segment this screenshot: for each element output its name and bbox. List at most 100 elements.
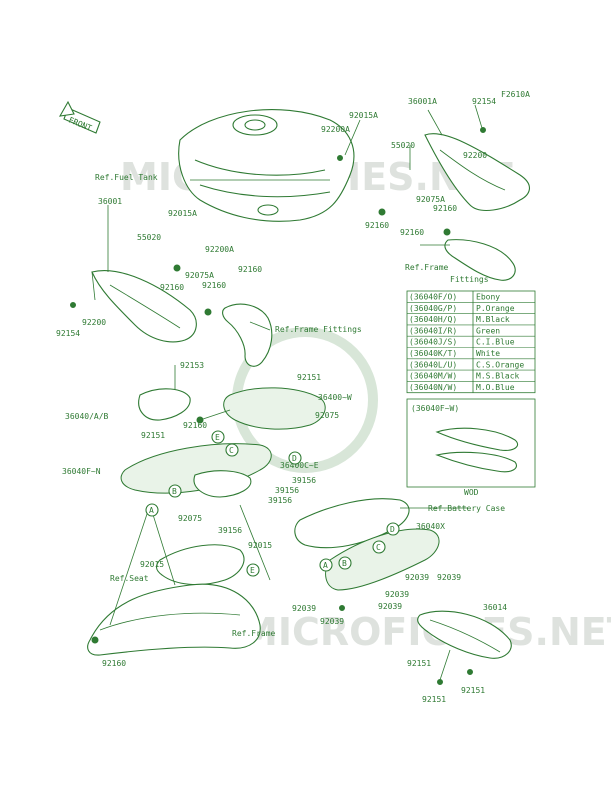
legend-color: M.Black xyxy=(476,315,510,324)
legend-color: C.S.Orange xyxy=(476,360,524,369)
legend-color: White xyxy=(476,349,500,358)
part-number: 92015A xyxy=(349,111,378,120)
part-number: 92075 xyxy=(178,514,202,523)
legend-code: (36040N/W) xyxy=(409,383,457,392)
part-number: 92200A xyxy=(205,245,234,254)
part-number: 92160 xyxy=(238,265,262,274)
legend-code: (36040K/T) xyxy=(409,349,457,358)
legend-code: (36040F/O) xyxy=(409,293,457,302)
part-number: 92200 xyxy=(463,151,487,160)
battery-case xyxy=(294,498,440,591)
wod-inset: (36040F~W) WOD xyxy=(406,398,536,497)
front-arrow: FRONT xyxy=(58,100,101,134)
part-number: 92160 xyxy=(183,421,207,430)
diagram-code: F2610A xyxy=(501,90,530,99)
side-cover-left xyxy=(91,270,197,343)
legend-code: (36040G/P) xyxy=(409,304,457,313)
part-number: 92151 xyxy=(407,659,431,668)
part-number: 92200A xyxy=(321,125,350,134)
legend-code: (36040H/Q) xyxy=(409,315,457,324)
part-number: 55020 xyxy=(391,141,415,150)
fuel-tank xyxy=(178,109,355,222)
part-number: 39156 xyxy=(268,496,292,505)
callout-letter: D xyxy=(292,454,297,463)
legend-color: M.O.Blue xyxy=(476,383,515,392)
part-number: 92015 xyxy=(248,541,272,550)
callout-letter: D xyxy=(390,525,395,534)
legend-color: Ebony xyxy=(476,293,500,302)
part-number: 92160 xyxy=(202,281,226,290)
part-number: 55020 xyxy=(137,233,161,242)
part-number: 92015A xyxy=(168,209,197,218)
part-number: 92200 xyxy=(82,318,106,327)
part-number: 92160 xyxy=(365,221,389,230)
inset-title: (36040F~W) xyxy=(411,404,459,413)
part-number: 92160 xyxy=(102,659,126,668)
legend-code: (36040M/W) xyxy=(409,372,457,381)
part-number: 92154 xyxy=(472,97,496,106)
part-number: 92151 xyxy=(422,695,446,704)
part-number: 36040/A/B xyxy=(65,412,109,421)
part-number: 39156 xyxy=(275,486,299,495)
part-number: 36400C~E xyxy=(280,461,319,470)
part-number: 92151 xyxy=(141,431,165,440)
frame-fittings-right xyxy=(444,239,516,281)
callout-letter: B xyxy=(342,559,347,568)
part-number: 92075A xyxy=(416,195,445,204)
part-number: 92153 xyxy=(180,361,204,370)
ref-battery-case: Ref.Battery Case xyxy=(428,504,505,513)
part-number: 36014 xyxy=(483,603,507,612)
part-number: 92075 xyxy=(315,411,339,420)
part-number: 92160 xyxy=(433,204,457,213)
heat-guard xyxy=(417,610,512,659)
part-number: 92039 xyxy=(292,604,316,613)
part-number: 92160 xyxy=(400,228,424,237)
ref-seat: Ref.Seat xyxy=(110,574,149,583)
ref-frame-fittings-left: Ref.Frame Fittings xyxy=(275,325,362,334)
callout-letter: A xyxy=(323,561,328,570)
frame-fittings-left xyxy=(222,303,273,367)
leader-lines xyxy=(91,104,483,681)
legend-color: C.I.Blue xyxy=(476,338,515,347)
legend-code: (36040J/S) xyxy=(409,338,457,347)
part-number: 92154 xyxy=(56,329,80,338)
reference-labels: Ref.Fuel Tank Ref.Frame Fittings Ref.Fra… xyxy=(95,173,505,638)
inset-caption: WOD xyxy=(464,488,479,497)
ref-frame: Ref.Frame xyxy=(232,629,276,638)
legend-color: Green xyxy=(476,326,500,335)
ref-fuel-tank: Ref.Fuel Tank xyxy=(95,173,158,182)
part-number: 36001 xyxy=(98,197,122,206)
ref-frame-fittings-right-2: Fittings xyxy=(450,275,489,284)
part-number: 92015 xyxy=(140,560,164,569)
part-number: 92039 xyxy=(320,617,344,626)
part-number: 92151 xyxy=(297,373,321,382)
legend-color: M.S.Black xyxy=(476,372,520,381)
legend-frame xyxy=(406,290,536,394)
part-number-labels: 92015A 36001A 92154 55020 92200A 92200 9… xyxy=(56,97,507,704)
part-number: 92039 xyxy=(405,573,429,582)
part-number: 92075A xyxy=(185,271,214,280)
callout-letter: B xyxy=(172,487,177,496)
legend-color: P.Orange xyxy=(476,304,515,313)
ref-frame-fittings-right-1: Ref.Frame xyxy=(405,263,449,272)
part-number: 92160 xyxy=(160,283,184,292)
part-number: 92039 xyxy=(378,602,402,611)
callout-letter: A xyxy=(149,506,154,515)
part-number: 92039 xyxy=(385,590,409,599)
color-legend: (36040F/O) Ebony (36040G/P) P.Orange (36040H… xyxy=(406,290,536,394)
side-cover-right xyxy=(424,133,530,211)
part-number: 39156 xyxy=(218,526,242,535)
part-number: 36400~W xyxy=(318,393,352,402)
rear-frame xyxy=(87,544,261,656)
part-number: 36001A xyxy=(408,97,437,106)
part-number: 39156 xyxy=(292,476,316,485)
callout-circles: A B C D E E A B C D xyxy=(145,430,400,577)
legend-code: (36040L/U) xyxy=(409,360,457,369)
part-number: 36040X xyxy=(416,522,445,531)
part-number: 36040F~N xyxy=(62,467,101,476)
callout-letter: E xyxy=(215,433,220,442)
part-number: 92151 xyxy=(461,686,485,695)
callout-letter: C xyxy=(376,543,381,552)
part-number: 92039 xyxy=(437,573,461,582)
